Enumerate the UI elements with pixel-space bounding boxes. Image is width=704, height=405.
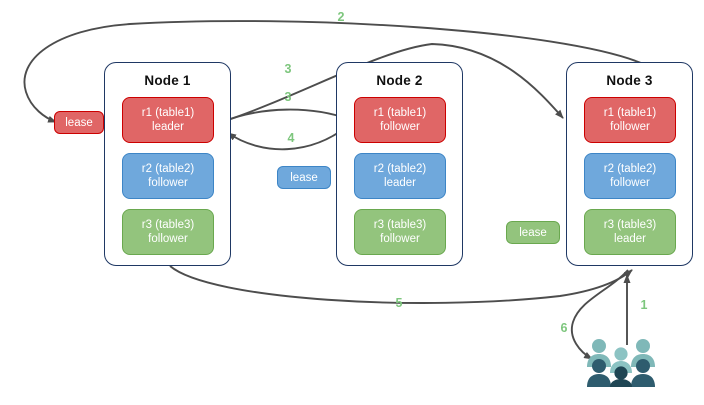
replica-role: follower — [380, 121, 420, 133]
step-label-3-lower: 3 — [284, 90, 292, 104]
replica-role: leader — [152, 121, 184, 133]
replica-role: follower — [610, 121, 650, 133]
replica-role: follower — [148, 233, 188, 245]
people-icon — [587, 339, 655, 387]
replica-name: r2 (table2) — [373, 163, 427, 175]
replica-r1[interactable]: r1 (table1) follower — [584, 97, 676, 143]
clients-group[interactable] — [586, 337, 658, 387]
replica-role: leader — [614, 233, 646, 245]
replica-role: follower — [148, 177, 188, 189]
replica-name: r3 (table3) — [373, 219, 427, 231]
lease-badge-green[interactable]: lease — [506, 221, 560, 244]
replica-name: r2 (table2) — [141, 163, 195, 175]
step-label-5: 5 — [395, 296, 403, 310]
replica-r2[interactable]: r2 (table2) leader — [354, 153, 446, 199]
replica-r3[interactable]: r3 (table3) leader — [584, 209, 676, 255]
replica-name: r1 (table1) — [373, 107, 427, 119]
replica-r3[interactable]: r3 (table3) follower — [122, 209, 214, 255]
step-label-3-upper: 3 — [284, 62, 292, 76]
step-label-6: 6 — [560, 321, 568, 335]
step-label-1: 1 — [640, 298, 648, 312]
replica-r3[interactable]: r3 (table3) follower — [354, 209, 446, 255]
lease-badge-blue[interactable]: lease — [277, 166, 331, 189]
replica-r1[interactable]: r1 (table1) leader — [122, 97, 214, 143]
step-label-2: 2 — [337, 10, 345, 24]
replica-r1[interactable]: r1 (table1) follower — [354, 97, 446, 143]
replica-r2[interactable]: r2 (table2) follower — [122, 153, 214, 199]
step-label-4: 4 — [287, 131, 295, 145]
node-box-1[interactable]: Node 1 r1 (table1) leader r2 (table2) fo… — [104, 62, 231, 266]
node-title: Node 2 — [376, 73, 423, 88]
replica-role: follower — [610, 177, 650, 189]
lease-badge-red[interactable]: lease — [54, 111, 104, 134]
replica-role: leader — [384, 177, 416, 189]
replica-name: r1 (table1) — [141, 107, 195, 119]
replica-name: r3 (table3) — [603, 219, 657, 231]
replica-name: r1 (table1) — [603, 107, 657, 119]
node-title: Node 3 — [606, 73, 653, 88]
replica-name: r3 (table3) — [141, 219, 195, 231]
replica-name: r2 (table2) — [603, 163, 657, 175]
replica-role: follower — [380, 233, 420, 245]
node-box-2[interactable]: Node 2 r1 (table1) follower r2 (table2) … — [336, 62, 463, 266]
node-title: Node 1 — [144, 73, 191, 88]
node-box-3[interactable]: Node 3 r1 (table1) follower r2 (table2) … — [566, 62, 693, 266]
replica-r2[interactable]: r2 (table2) follower — [584, 153, 676, 199]
edge-step-3-lower — [221, 108, 349, 123]
